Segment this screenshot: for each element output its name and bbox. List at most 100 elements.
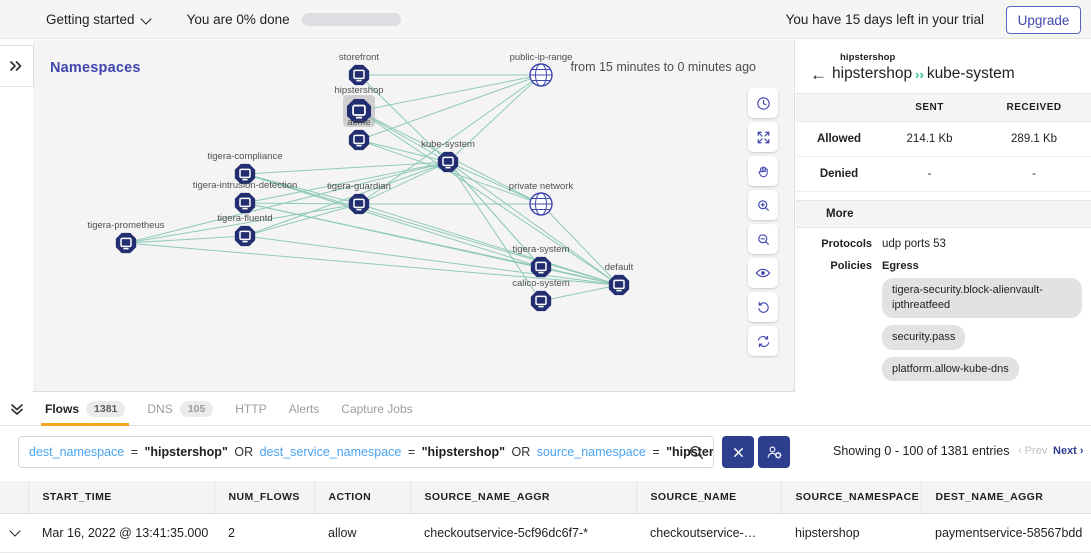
- graph-edge[interactable]: [358, 74, 449, 163]
- graph-edge[interactable]: [125, 203, 360, 244]
- col-header-source-name-aggr[interactable]: SOURCE_NAME_AGGR: [410, 481, 637, 514]
- graph-edge[interactable]: [125, 242, 620, 286]
- graph-edge[interactable]: [125, 161, 449, 244]
- screen-glyph: [535, 261, 547, 272]
- graph-node-tigera-guardian[interactable]: tigera-guardian: [327, 181, 391, 215]
- col-header-start-time[interactable]: START_TIME: [28, 481, 215, 514]
- graph-node-tigera-intrusion-detection[interactable]: tigera-intrusion-detection: [193, 180, 298, 214]
- clock-icon[interactable]: [748, 88, 778, 118]
- graph-edge[interactable]: [125, 235, 246, 244]
- graph-node-tigera-fluentd[interactable]: tigera-fluentd: [217, 213, 273, 247]
- collapse-panel-button[interactable]: [0, 402, 34, 416]
- search-icon[interactable]: [688, 444, 705, 466]
- screen-base-glyph: [356, 79, 362, 82]
- graph-edge[interactable]: [447, 161, 620, 286]
- graph-edge[interactable]: [358, 110, 620, 286]
- graph-edge[interactable]: [358, 74, 542, 112]
- service-graph-panel[interactable]: Namespaces from 15 minutes to 0 minutes …: [33, 40, 795, 392]
- col-header-num-flows[interactable]: NUM_FLOWS: [214, 481, 315, 514]
- graph-node-private-network[interactable]: private network: [509, 181, 574, 216]
- graph-edge[interactable]: [447, 161, 542, 205]
- graph-node-default[interactable]: default: [605, 262, 634, 296]
- graph-edge[interactable]: [244, 173, 542, 268]
- hand-icon[interactable]: [748, 156, 778, 186]
- graph-node-label: storefront: [339, 52, 379, 63]
- allowed-sent-value: 214.1 Kb: [882, 121, 978, 157]
- tab-dns[interactable]: DNS 105: [136, 393, 224, 426]
- search-query-text: dest_namespace = "hipstershop" OR dest_s…: [29, 445, 713, 459]
- graph-edge[interactable]: [540, 266, 620, 286]
- next-page-button[interactable]: Next ›: [1053, 445, 1084, 457]
- graph-edge[interactable]: [358, 203, 620, 286]
- graph-node-storefront[interactable]: storefront: [339, 52, 379, 86]
- graph-node-tigera-compliance[interactable]: tigera-compliance: [208, 151, 283, 185]
- detail-header: hipstershop ← hipstershop ›› kube-system: [796, 40, 1091, 93]
- graph-edge[interactable]: [358, 74, 542, 141]
- graph-edge[interactable]: [447, 161, 542, 268]
- getting-started-menu[interactable]: Getting started: [46, 12, 152, 27]
- tab-alerts[interactable]: Alerts: [278, 393, 331, 426]
- prev-page-button[interactable]: ‹ Prev: [1018, 445, 1048, 457]
- graph-node-label: tigera-intrusion-detection: [193, 180, 298, 191]
- graph-node-tigera-prometheus[interactable]: tigera-prometheus: [87, 220, 165, 254]
- graph-edge[interactable]: [244, 161, 449, 204]
- col-header-source-name[interactable]: SOURCE_NAME: [636, 481, 782, 514]
- more-section-header: More: [796, 200, 1091, 228]
- graph-node-public-ip-range[interactable]: public-ip-range: [510, 52, 573, 87]
- graph-edge[interactable]: [244, 173, 620, 286]
- graph-node-kube-system[interactable]: kube-system: [421, 139, 475, 173]
- policy-pill[interactable]: security.pass: [882, 324, 966, 350]
- query-token-op: =: [652, 445, 660, 459]
- graph-edge[interactable]: [244, 235, 620, 286]
- policies-list: Egress tigera-security.block-alienvault-…: [882, 260, 1082, 388]
- sidebar-expand-button[interactable]: [0, 45, 34, 87]
- zoom-in-icon[interactable]: [748, 190, 778, 220]
- graph-edge[interactable]: [447, 161, 542, 302]
- policy-pill[interactable]: platform.allow-kube-dns: [882, 356, 1019, 382]
- undo-icon[interactable]: [748, 292, 778, 322]
- eye-icon[interactable]: [748, 258, 778, 288]
- manage-user-filter-button[interactable]: [758, 436, 790, 468]
- tab-capture-jobs[interactable]: Capture Jobs: [330, 393, 423, 426]
- col-header-received: RECEIVED: [977, 93, 1091, 122]
- screen-base-glyph: [123, 247, 129, 250]
- graph-edge[interactable]: [447, 74, 542, 163]
- tab-capture-jobs-label: Capture Jobs: [341, 402, 413, 416]
- graph-node-calico-system[interactable]: calico-system: [512, 278, 570, 312]
- graph-edge[interactable]: [244, 161, 449, 175]
- search-input[interactable]: dest_namespace = "hipstershop" OR dest_s…: [18, 436, 714, 468]
- graph-edge[interactable]: [540, 203, 620, 286]
- back-arrow-icon[interactable]: ←: [810, 64, 827, 84]
- refresh-icon[interactable]: [748, 326, 778, 356]
- upgrade-button[interactable]: Upgrade: [1006, 6, 1081, 34]
- tab-http[interactable]: HTTP: [224, 393, 277, 426]
- graph-edge[interactable]: [244, 161, 449, 237]
- graph-node-tigera-system[interactable]: tigera-system: [512, 244, 570, 278]
- graph-edge[interactable]: [358, 74, 542, 205]
- graph-time-range-label: from 15 minutes to 0 minutes ago: [570, 60, 756, 74]
- graph-edge[interactable]: [244, 202, 542, 268]
- graph-edge[interactable]: [358, 139, 449, 163]
- expand-icon[interactable]: [748, 122, 778, 152]
- cell-source-namespace: hipstershop: [781, 513, 921, 553]
- row-label-denied: Denied: [796, 156, 882, 192]
- screen-glyph: [353, 198, 365, 209]
- zoom-out-icon[interactable]: [748, 224, 778, 254]
- graph-edge[interactable]: [244, 203, 360, 237]
- graph-edge[interactable]: [244, 173, 360, 205]
- row-expand-toggle[interactable]: [0, 513, 28, 553]
- policy-pill[interactable]: tigera-security.block-alienvault-ipthrea…: [882, 278, 1082, 318]
- graph-edge[interactable]: [540, 284, 620, 302]
- graph-node-hipstershop[interactable]: hipstershop: [334, 85, 384, 127]
- namespace-icon: [348, 193, 370, 215]
- col-header-action[interactable]: ACTION: [314, 481, 411, 514]
- col-header-dest-name-aggr[interactable]: DEST_NAME_AGGR: [921, 481, 1091, 514]
- col-header-source-namespace[interactable]: SOURCE_NAMESPACE: [781, 481, 922, 514]
- graph-edge[interactable]: [358, 161, 449, 205]
- table-row[interactable]: Mar 16, 2022 @ 13:41:35.000 2 allow chec…: [0, 513, 1091, 553]
- screen-glyph: [239, 197, 251, 208]
- tab-flows[interactable]: Flows 1381: [34, 393, 136, 426]
- clear-filter-button[interactable]: [722, 436, 754, 468]
- graph-node-acme[interactable]: acme: [347, 117, 371, 151]
